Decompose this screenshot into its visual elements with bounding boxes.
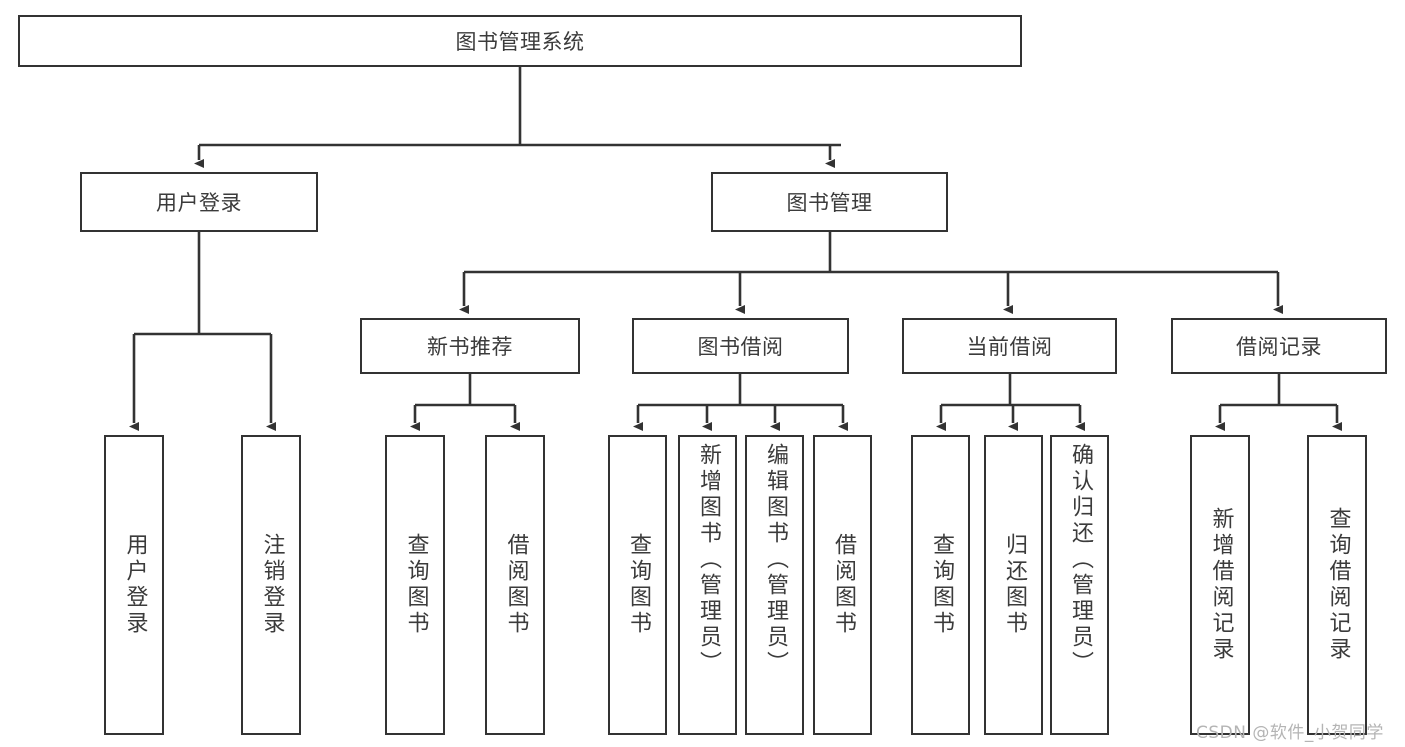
node-leaf-user-login[interactable]: 用户登录 — [104, 435, 164, 735]
node-current-borrow-label: 当前借阅 — [966, 335, 1053, 359]
node-leaf-borrow-book-1[interactable]: 借阅图书 — [485, 435, 545, 735]
node-leaf-add-record[interactable]: 新增借阅记录 — [1190, 435, 1250, 735]
node-book-manage-label: 图书管理 — [786, 191, 873, 215]
node-leaf-query-book-2-label: 查询图书 — [625, 533, 651, 637]
node-user-login-label: 用户登录 — [156, 191, 242, 215]
node-leaf-query-book-1-label: 查询图书 — [403, 533, 429, 637]
node-book-borrow[interactable]: 图书借阅 — [632, 318, 849, 374]
node-current-borrow[interactable]: 当前借阅 — [902, 318, 1117, 374]
node-leaf-confirm-return[interactable]: 确认归还（管理员） — [1050, 435, 1109, 735]
node-leaf-edit-book[interactable]: 编辑图书（管理员） — [745, 435, 804, 735]
node-leaf-confirm-return-label: 确认归还（管理员） — [1067, 443, 1093, 677]
node-leaf-query-book-1[interactable]: 查询图书 — [385, 435, 445, 735]
node-leaf-borrow-book-2-label: 借阅图书 — [830, 533, 856, 637]
node-user-login[interactable]: 用户登录 — [80, 172, 318, 232]
csdn-watermark: CSDN @软件_小贺同学 — [1196, 723, 1384, 743]
node-leaf-query-book-3[interactable]: 查询图书 — [911, 435, 970, 735]
node-leaf-return-book-label: 归还图书 — [1001, 533, 1027, 637]
node-borrow-record-label: 借阅记录 — [1236, 335, 1322, 359]
node-book-manage[interactable]: 图书管理 — [711, 172, 948, 232]
node-root-label: 图书管理系统 — [455, 30, 585, 54]
node-leaf-borrow-book-2[interactable]: 借阅图书 — [813, 435, 872, 735]
node-book-borrow-label: 图书借阅 — [697, 335, 784, 359]
node-root[interactable]: 图书管理系统 — [18, 15, 1022, 67]
node-leaf-query-book-3-label: 查询图书 — [928, 533, 954, 637]
node-leaf-return-book[interactable]: 归还图书 — [984, 435, 1043, 735]
node-leaf-add-book-label: 新增图书（管理员） — [695, 443, 721, 677]
node-new-book-rec[interactable]: 新书推荐 — [360, 318, 580, 374]
node-leaf-query-record[interactable]: 查询借阅记录 — [1307, 435, 1367, 735]
node-borrow-record[interactable]: 借阅记录 — [1171, 318, 1387, 374]
node-leaf-user-login-label: 用户登录 — [122, 533, 148, 637]
node-leaf-edit-book-label: 编辑图书（管理员） — [762, 443, 788, 677]
node-leaf-borrow-book-1-label: 借阅图书 — [503, 533, 529, 637]
node-leaf-query-record-label: 查询借阅记录 — [1325, 507, 1351, 663]
node-leaf-add-book[interactable]: 新增图书（管理员） — [678, 435, 737, 735]
node-new-book-rec-label: 新书推荐 — [427, 335, 513, 359]
node-leaf-user-logout[interactable]: 注销登录 — [241, 435, 301, 735]
node-leaf-user-logout-label: 注销登录 — [259, 533, 285, 637]
node-leaf-query-book-2[interactable]: 查询图书 — [608, 435, 667, 735]
node-leaf-add-record-label: 新增借阅记录 — [1208, 507, 1234, 663]
